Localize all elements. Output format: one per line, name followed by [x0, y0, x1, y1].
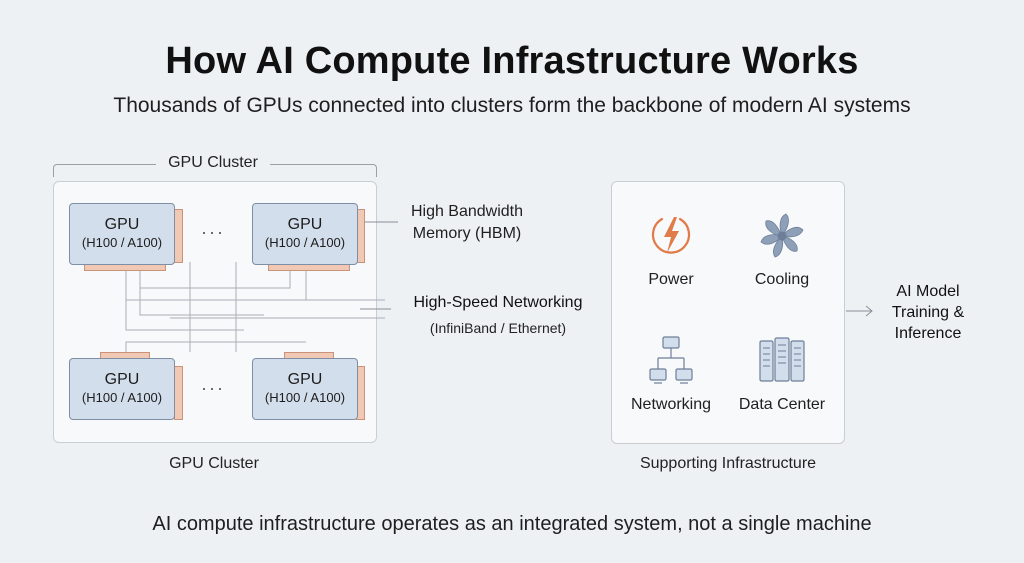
output-line1: AI Model [896, 283, 960, 300]
infrastructure-box [611, 181, 845, 444]
infra-item-power-label: Power [648, 271, 694, 288]
infra-item-datacenter-label: Data Center [738, 396, 826, 413]
infra-item-networking-label: Networking [630, 396, 712, 413]
hbm-label-line1: High Bandwidth [410, 203, 524, 220]
networking-sublabel: (InfiniBand / Ethernet) [429, 320, 567, 336]
gpu-model: (H100 / A100) [264, 235, 346, 250]
cluster-top-label: GPU Cluster [156, 154, 270, 172]
diagram-footer: AI compute infrastructure operates as an… [152, 513, 872, 535]
gpu-model: (H100 / A100) [264, 390, 346, 405]
diagram-title: How AI Compute Infrastructure Works [165, 40, 859, 82]
network-icon [649, 336, 693, 384]
gpu-card: GPU (H100 / A100) [69, 358, 175, 420]
diagram-subtitle: Thousands of GPUs connected into cluster… [113, 94, 911, 117]
hbm-module [174, 209, 183, 263]
output-arrow [846, 305, 873, 317]
power-icon [651, 217, 691, 254]
fan-icon [760, 213, 804, 258]
gpu-model: (H100 / A100) [81, 390, 163, 405]
output-line3: Inference [894, 325, 962, 342]
output-line2: Training & [891, 304, 965, 321]
networking-label: High-Speed Networking [413, 294, 583, 311]
gpu-card: GPU (H100 / A100) [69, 203, 175, 265]
gpu-card: GPU (H100 / A100) [252, 203, 358, 265]
gpu-ellipsis: ··· [201, 378, 225, 398]
output-label: AI Model Training & Inference [872, 281, 984, 344]
gpu-name: GPU [104, 216, 140, 233]
hbm-label: High Bandwidth Memory (HBM) [392, 201, 542, 245]
hbm-module [174, 366, 183, 420]
server-rack-icon [759, 337, 805, 382]
hbm-label-line2: Memory (HBM) [412, 225, 522, 242]
gpu-ellipsis: ··· [201, 222, 225, 242]
gpu-name: GPU [287, 216, 323, 233]
gpu-card: GPU (H100 / A100) [252, 358, 358, 420]
infrastructure-label: Supporting Infrastructure [639, 455, 817, 472]
infra-item-cooling-label: Cooling [754, 271, 810, 288]
gpu-name: GPU [287, 371, 323, 388]
gpu-name: GPU [104, 371, 140, 388]
cluster-bottom-label: GPU Cluster [169, 455, 259, 472]
gpu-model: (H100 / A100) [81, 235, 163, 250]
